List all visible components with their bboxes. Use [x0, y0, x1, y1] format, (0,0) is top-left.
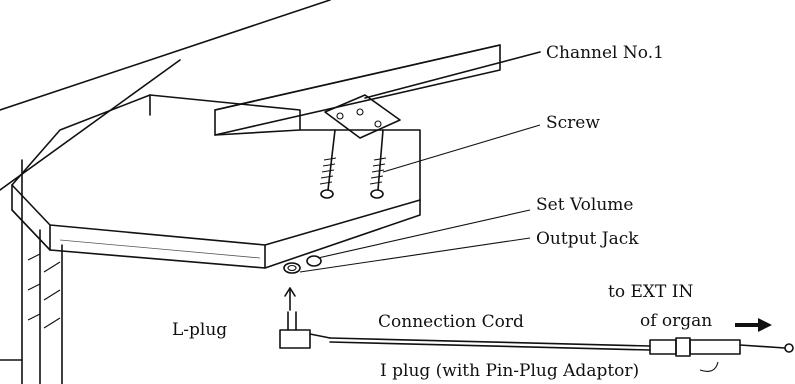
i-plug — [649, 337, 794, 357]
label-set-volume: Set Volume — [536, 195, 633, 215]
label-ext-in-line1: to EXT IN — [608, 282, 693, 302]
leader-lines — [299, 124, 719, 372]
organ-cabinet — [0, 0, 331, 384]
output-jack — [283, 262, 301, 274]
set-volume-knob — [306, 255, 322, 267]
label-channel: Channel No.1 — [546, 43, 664, 63]
screw-hole — [336, 112, 344, 120]
label-i-plug: I plug (with Pin-Plug Adaptor) — [380, 361, 639, 381]
screw-hole — [374, 120, 382, 128]
label-connection-cord: Connection Cord — [378, 312, 524, 332]
screw-right — [369, 129, 387, 199]
sound-unit-box — [11, 94, 421, 269]
screw-hole — [356, 108, 364, 116]
direction-arrow-icon — [735, 318, 772, 332]
channel-bracket — [214, 44, 541, 139]
l-plug — [279, 287, 331, 349]
label-output-jack: Output Jack — [536, 229, 639, 249]
screw-left — [319, 129, 337, 199]
connection-cord — [329, 337, 651, 351]
label-screw: Screw — [546, 113, 600, 133]
label-ext-in-line2: of organ — [640, 311, 712, 331]
label-l-plug: L-plug — [172, 320, 227, 340]
